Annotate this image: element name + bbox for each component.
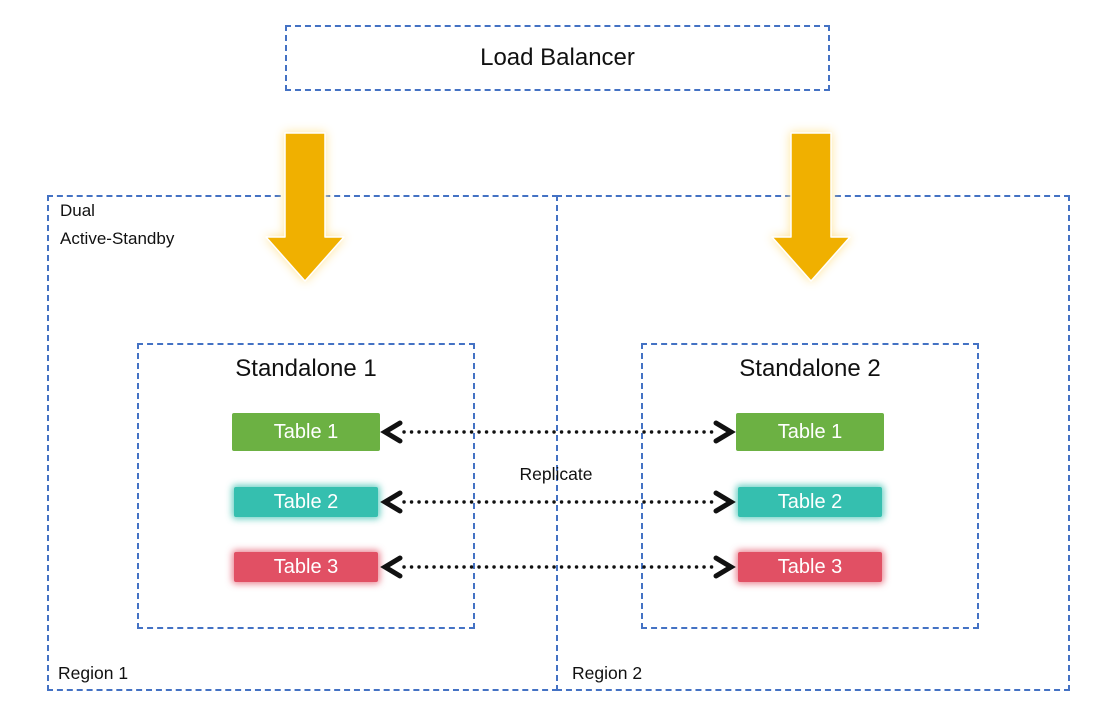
standalone-2-title: Standalone 2 (739, 355, 881, 382)
standalone2-table-2: Table 2 (738, 487, 882, 517)
annotation-line-2: Active-Standby (60, 229, 175, 248)
standalone-2-box: Standalone 2 (641, 343, 979, 629)
load-balancer-label: Load Balancer (480, 44, 635, 71)
standalone2-table-3: Table 3 (738, 552, 882, 582)
standalone1-table-2: Table 2 (234, 487, 378, 517)
standalone1-table-3: Table 3 (234, 552, 378, 582)
standalone2-table-1: Table 1 (736, 413, 884, 451)
replicate-label: Replicate (519, 464, 593, 484)
dual-active-standby-annotation: Dual Active-Standby (60, 197, 174, 253)
region-2-label: Region 2 (572, 663, 643, 683)
region-1-label: Region 1 (58, 663, 129, 683)
load-balancer-box: Load Balancer (285, 25, 830, 91)
standalone-1-title: Standalone 1 (235, 355, 377, 382)
standalone-1-box: Standalone 1 (137, 343, 475, 629)
standalone1-table-1: Table 1 (232, 413, 380, 451)
annotation-line-1: Dual (60, 201, 95, 220)
